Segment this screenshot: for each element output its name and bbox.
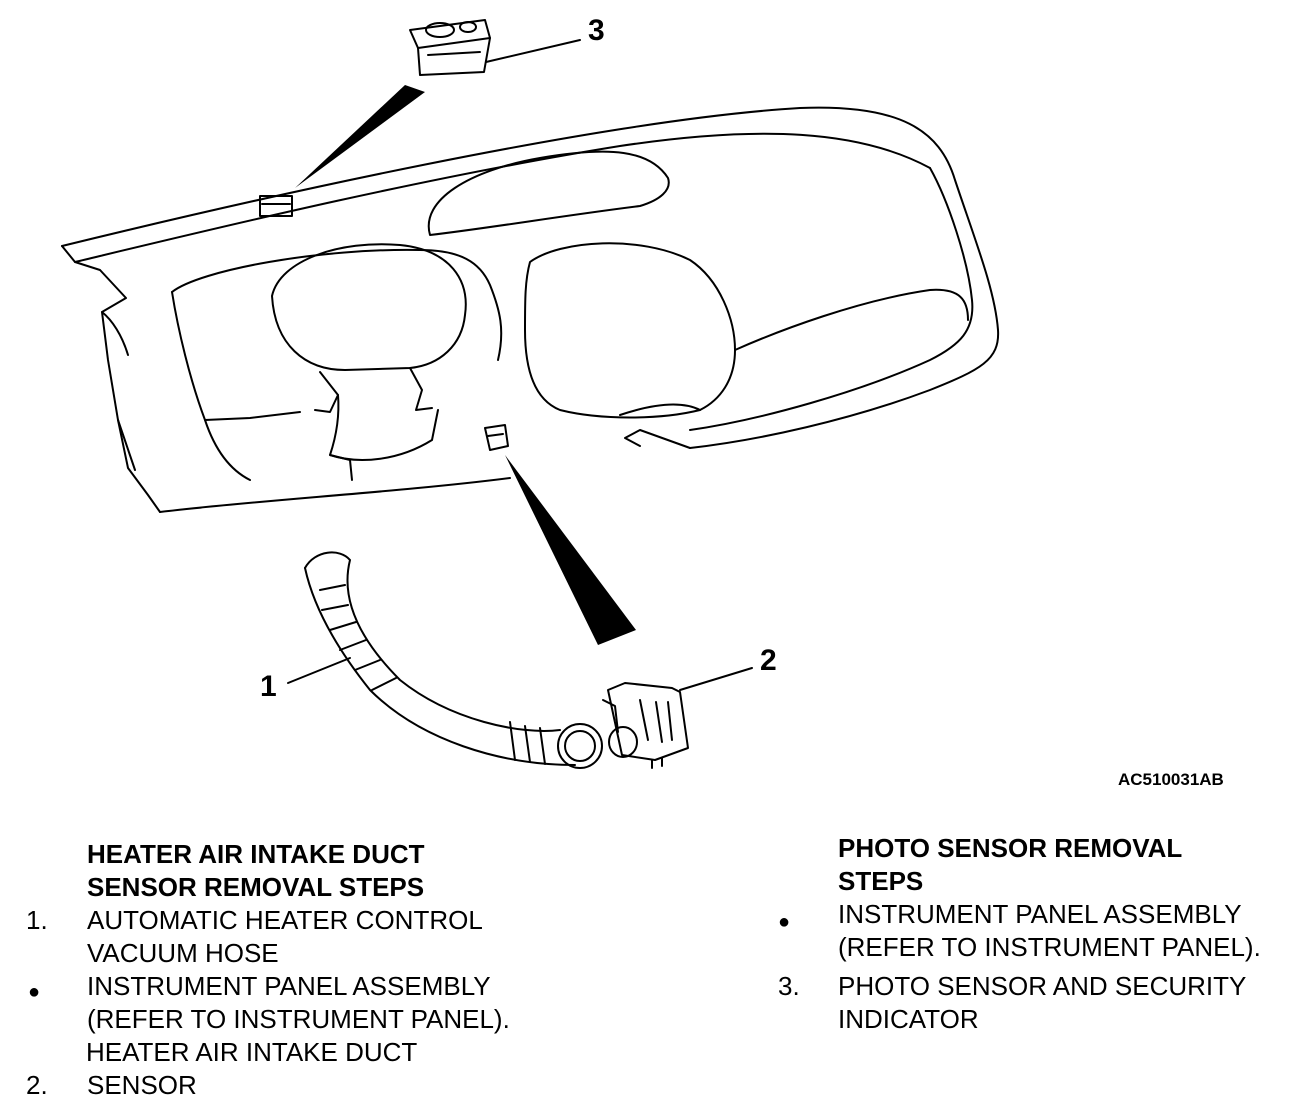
vacuum-hose <box>287 551 603 769</box>
left-bullet-line1: INSTRUMENT PANEL ASSEMBLY <box>87 971 491 1001</box>
right-bullet-line2: (REFER TO INSTRUMENT PANEL). <box>838 932 1261 962</box>
left-bullet-step: ● INSTRUMENT PANEL ASSEMBLY (REFER TO IN… <box>0 970 640 1069</box>
step-1: 1. AUTOMATIC HEATER CONTROL VACUUM HOSE <box>0 904 640 970</box>
step-2: 2. SENSOR <box>0 1069 640 1102</box>
left-bullet-line3: HEATER AIR INTAKE DUCT <box>86 1037 418 1067</box>
right-bullet-icon: ● <box>778 911 791 933</box>
left-heading-line2: SENSOR REMOVAL STEPS <box>87 872 425 902</box>
callout-label-2: 2 <box>760 644 777 677</box>
photo-sensor-steps: PHOTO SENSOR REMOVAL STEPS ● INSTRUMENT … <box>760 832 1310 1036</box>
left-heading-line1: HEATER AIR INTAKE DUCT <box>87 839 425 869</box>
right-bullet-step: ● INSTRUMENT PANEL ASSEMBLY (REFER TO IN… <box>760 898 1310 964</box>
step-3: 3. PHOTO SENSOR AND SECURITY INDICATOR <box>760 970 1310 1036</box>
photo-sensor-detail <box>409 19 581 76</box>
right-heading-line1: PHOTO SENSOR REMOVAL <box>838 833 1183 863</box>
step-1-line1: AUTOMATIC HEATER CONTROL <box>87 905 483 935</box>
step-2-number: 2. <box>26 1070 48 1100</box>
left-bullet-line2: (REFER TO INSTRUMENT PANEL). <box>87 1004 510 1034</box>
left-bullet-icon: ● <box>28 981 41 1003</box>
callout-label-3: 3 <box>588 14 605 47</box>
right-bullet-line1: INSTRUMENT PANEL ASSEMBLY <box>838 899 1242 929</box>
pointer-wedge-2 <box>505 455 636 645</box>
step-1-number: 1. <box>26 905 48 935</box>
sensor-on-dash <box>484 424 509 451</box>
pointer-wedge-3 <box>295 85 425 188</box>
sensor-detail <box>602 667 753 769</box>
instrument-panel-outline <box>61 106 1000 449</box>
defroster-recess <box>427 150 670 236</box>
step-3-line1: PHOTO SENSOR AND SECURITY <box>838 971 1247 1001</box>
photo-sensor-on-dash <box>259 195 293 217</box>
heater-duct-sensor-steps: HEATER AIR INTAKE DUCT SENSOR REMOVAL ST… <box>0 838 640 1102</box>
steering-column-opening <box>271 243 467 371</box>
step-3-number: 3. <box>778 971 800 1001</box>
instrument-panel-illustration <box>61 19 1000 769</box>
right-heading-line2: STEPS <box>838 866 924 896</box>
figure-code: AC510031AB <box>1118 770 1224 789</box>
step-2-line1: SENSOR <box>87 1070 197 1100</box>
callout-label-1: 1 <box>260 670 277 703</box>
step-3-line2: INDICATOR <box>838 1004 979 1034</box>
step-1-line2: VACUUM HOSE <box>87 938 279 968</box>
